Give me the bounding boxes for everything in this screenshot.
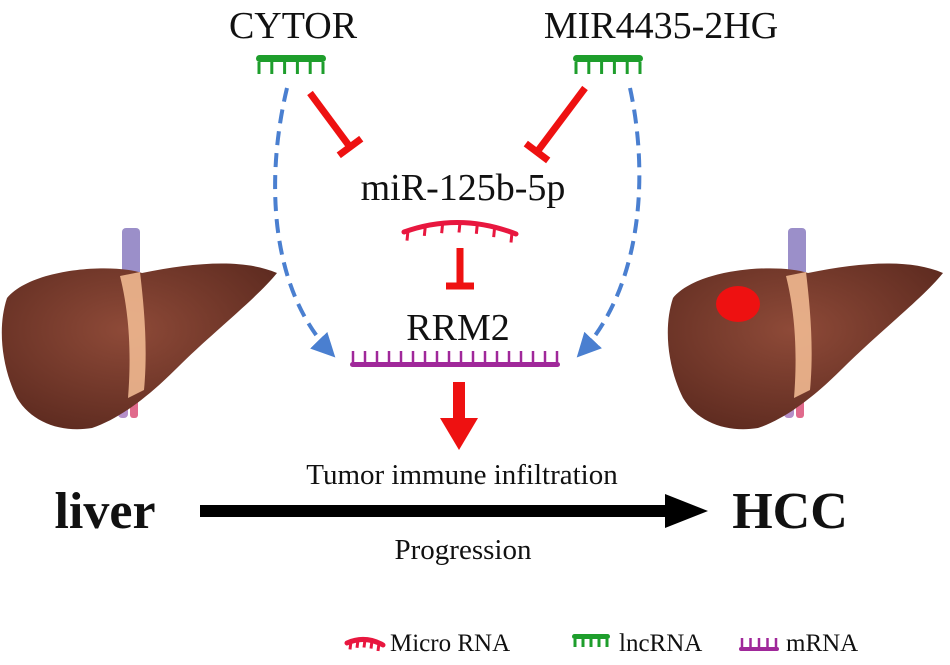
- legend: Micro RNA lncRNA mRNA: [390, 630, 858, 657]
- tumor-immune-infiltration-label: Tumor immune infiltration: [306, 459, 618, 491]
- rrm2-to-infiltration-arrow: [440, 382, 478, 450]
- progression-label: Progression: [395, 534, 532, 566]
- normal-liver-illustration: [1, 228, 278, 430]
- mir4435-lncrna-icon: [573, 55, 643, 74]
- mirna-icon: [401, 219, 519, 243]
- legend-lncrna-label: lncRNA: [619, 630, 702, 657]
- liver-label: liver: [54, 483, 155, 540]
- rrm2-label: RRM2: [406, 307, 509, 349]
- tumor-mark: [716, 286, 760, 322]
- cytor-to-rrm2-dashed-arrow: [273, 87, 336, 358]
- liver-to-hcc-arrow: [200, 494, 708, 528]
- cytor-label: CYTOR: [229, 5, 358, 47]
- legend-micro-rna-label: Micro RNA: [390, 630, 510, 657]
- mirna-label: miR-125b-5p: [361, 167, 566, 209]
- hcc-liver-illustration: [667, 228, 943, 430]
- legend-lncrna-icon: [572, 634, 610, 647]
- cytor-inhibits-mirna-arrow: [307, 90, 364, 159]
- cytor-lncrna-icon: [256, 55, 326, 74]
- rrm2-mrna-icon: [350, 351, 560, 367]
- mirna-inhibits-rrm2-arrow: [446, 248, 474, 290]
- legend-mrna-icon: [739, 638, 779, 651]
- legend-mrna-label: mRNA: [786, 630, 858, 657]
- hcc-label: HCC: [732, 483, 848, 540]
- mir4435-2hg-label: MIR4435-2HG: [544, 5, 778, 47]
- mir4435-to-rrm2-dashed-arrow: [576, 87, 642, 358]
- legend-micro-rna-icon: [344, 637, 386, 652]
- mir4435-inhibits-mirna-arrow: [523, 85, 588, 164]
